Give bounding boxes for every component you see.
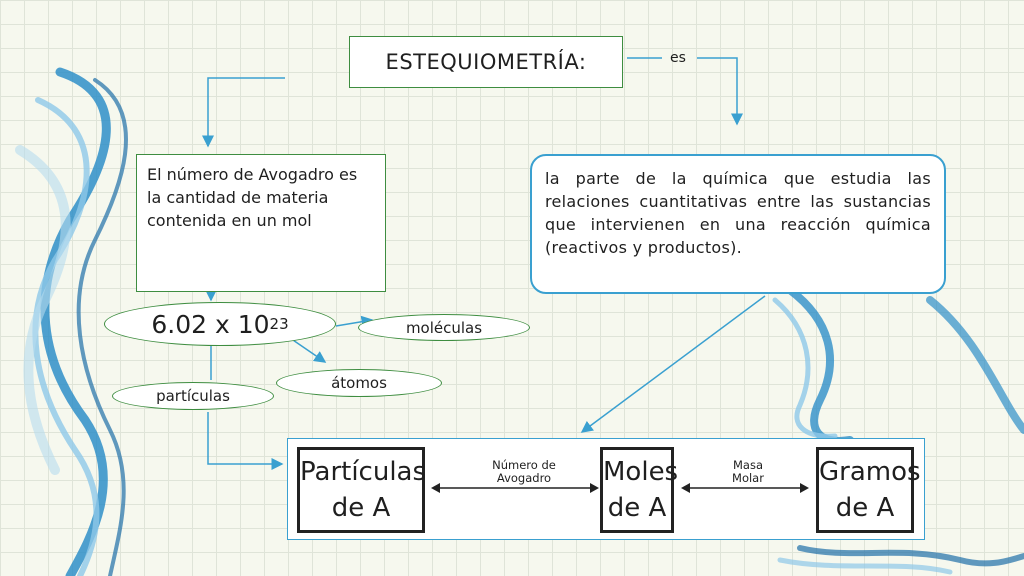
grams-of-a-line2: de A bbox=[835, 493, 895, 523]
title-text: ESTEQUIOMETRÍA: bbox=[385, 50, 587, 74]
double-arrow-2 bbox=[681, 483, 809, 493]
title-box: ESTEQUIOMETRÍA: bbox=[349, 36, 623, 88]
molecules-label: moléculas bbox=[405, 318, 483, 337]
avogadro-arrow-line1: Número de bbox=[492, 458, 556, 472]
particles-of-a-line1: Partículas bbox=[300, 457, 427, 487]
moles-of-a-line2: de A bbox=[607, 493, 667, 523]
avogadro-arrow-line2: Avogadro bbox=[496, 471, 552, 485]
stoichiometry-definition-text: la parte de la química que estudia las r… bbox=[545, 169, 931, 257]
moles-of-a-line1: Moles bbox=[603, 457, 679, 487]
stoichiometry-definition-box: la parte de la química que estudia las r… bbox=[530, 154, 946, 294]
atoms-label: átomos bbox=[331, 374, 387, 392]
particles-of-a-line2: de A bbox=[331, 493, 391, 523]
double-arrow-1 bbox=[431, 483, 599, 493]
molar-mass-arrow-line1: Masa bbox=[732, 458, 763, 472]
relation-label-es: es bbox=[670, 50, 686, 66]
moles-of-a-box: Moles de A bbox=[600, 447, 679, 533]
left-ribbon-decoration bbox=[15, 67, 128, 576]
molar-mass-arrow-label: Masa Molar bbox=[708, 459, 788, 485]
conversion-diagram: Partículas de A Número de Avogadro Moles… bbox=[287, 438, 925, 540]
grams-of-a-line1: Gramos bbox=[819, 457, 921, 487]
avogadro-number-base: 6.02 x 10 bbox=[151, 309, 270, 339]
avogadro-number-arrow-label: Número de Avogadro bbox=[464, 459, 584, 485]
right-ribbon-decoration bbox=[772, 286, 1024, 575]
atoms-oval: átomos bbox=[276, 369, 442, 397]
avogadro-definition-box: El número de Avogadro es la cantidad de … bbox=[136, 154, 386, 292]
avogadro-number-exponent: 23 bbox=[269, 315, 289, 333]
particles-label: partículas bbox=[156, 387, 230, 405]
grams-of-a-box: Gramos de A bbox=[816, 447, 921, 533]
molar-mass-arrow-line2: Molar bbox=[732, 471, 764, 485]
molecules-oval: moléculas bbox=[358, 314, 530, 341]
particles-oval: partículas bbox=[112, 382, 274, 410]
avogadro-definition-text: El número de Avogadro es la cantidad de … bbox=[147, 165, 358, 230]
particles-of-a-box: Partículas de A bbox=[297, 447, 427, 533]
